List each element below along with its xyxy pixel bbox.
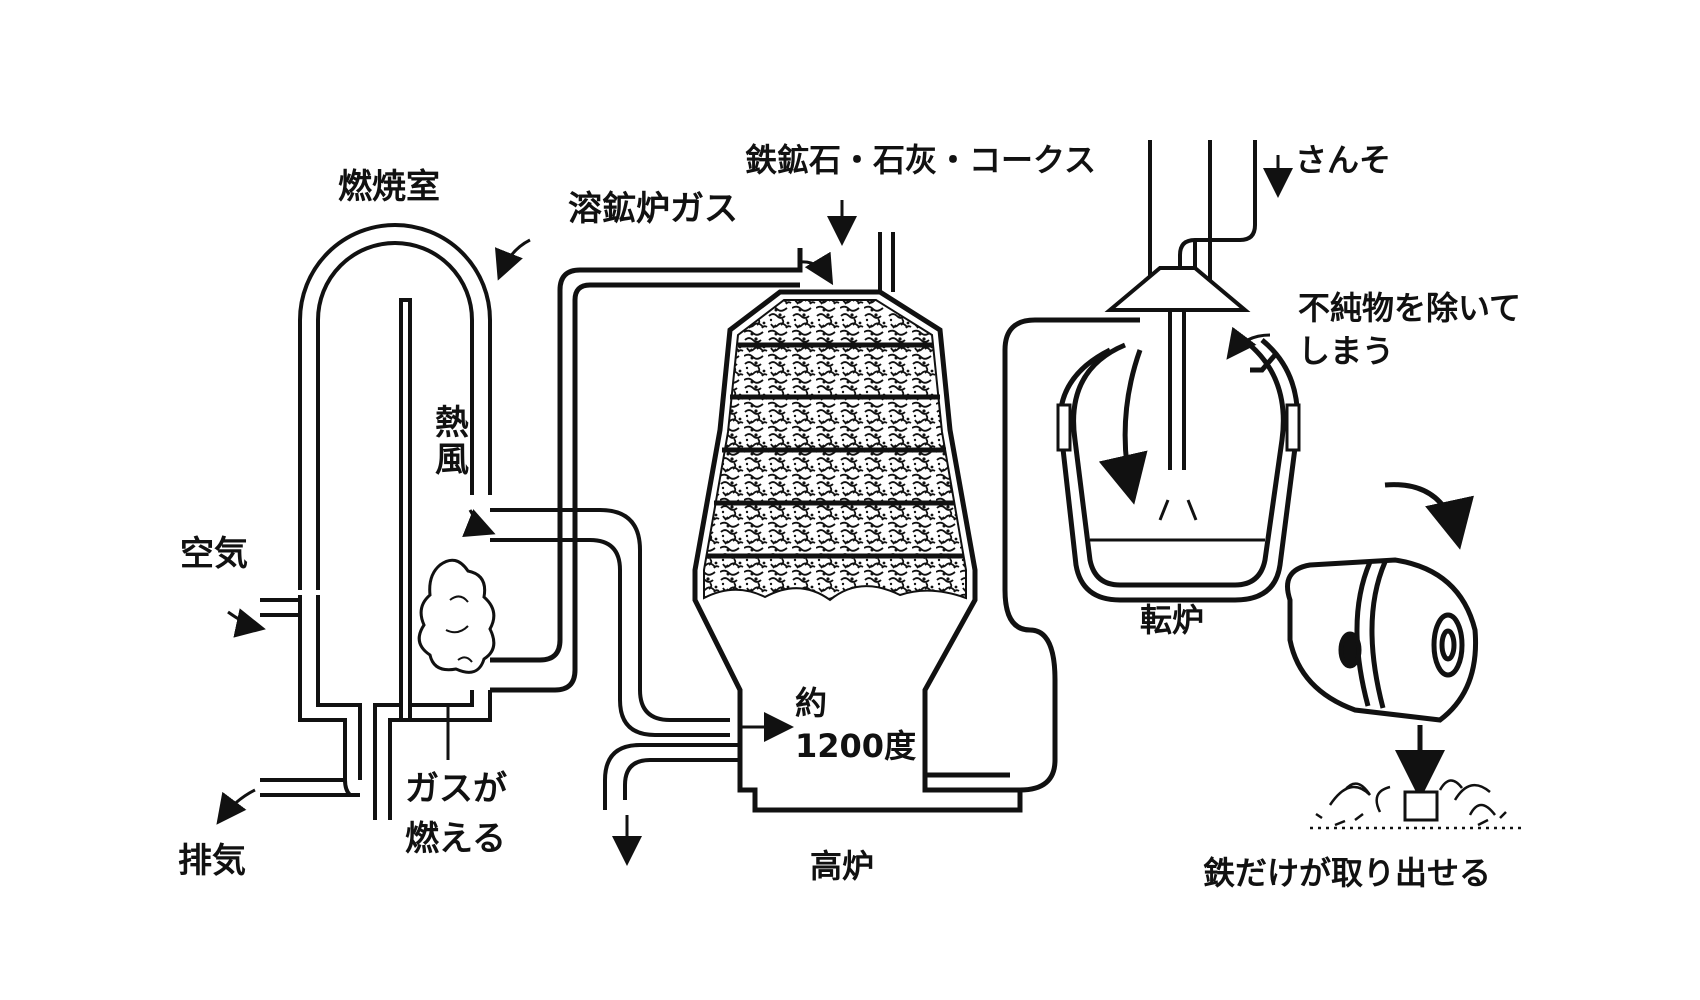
combustion-chamber — [298, 223, 492, 820]
exhaust-arrow — [216, 788, 256, 825]
molten-iron-splash — [1310, 779, 1525, 830]
label-gas-burns-line2: 燃える — [405, 819, 506, 859]
label-oxygen: さんそ — [1295, 141, 1392, 179]
oxygen-jet-arrows — [1158, 499, 1198, 521]
oxygen-lance — [1104, 140, 1257, 470]
label-hot-air: 熱風 — [435, 403, 469, 481]
air-arrow — [227, 608, 266, 638]
label-remove-impurities-line1: 不純物を除いて — [1298, 289, 1522, 327]
exhaust-pipe — [260, 778, 360, 797]
label-approx: 約 — [795, 684, 828, 722]
label-gas-burns-line1: ガスが — [405, 769, 507, 809]
label-raw-materials: 鉄鉱石・石灰・コークス — [745, 141, 1097, 179]
label-air: 空気 — [180, 534, 248, 574]
pouring-ladle — [1285, 557, 1479, 723]
label-exhaust: 排気 — [178, 841, 246, 881]
label-iron-output: 鉄だけが取り出せる — [1203, 854, 1492, 892]
hot-metal-pour-arrow — [1098, 349, 1148, 505]
gas-exit-arrow — [799, 251, 834, 286]
gas-flow-arrow — [494, 238, 531, 281]
label-remove-impurities-line2: しまう — [1298, 332, 1395, 370]
blast-furnace — [692, 232, 1023, 813]
converter-vessel — [1056, 338, 1301, 603]
hot-air-pipe — [490, 508, 730, 737]
impurities-arrow — [1226, 326, 1271, 360]
label-blast-furnace: 高炉 — [810, 847, 875, 885]
air-inlet-pipe — [260, 598, 300, 617]
ladle-transfer-arrow — [1384, 482, 1474, 550]
label-combustion-chamber: 燃焼室 — [338, 167, 440, 207]
label-blast-furnace-gas: 溶鉱炉ガス — [568, 189, 738, 229]
label-temperature: 1200度 — [795, 727, 917, 765]
slag-tap-pipe — [603, 743, 740, 810]
label-converter: 転炉 — [1140, 601, 1205, 639]
flame-icon — [417, 558, 496, 674]
hot-air-arrow — [462, 509, 496, 537]
blast-furnace-gas-pipe — [490, 248, 803, 693]
